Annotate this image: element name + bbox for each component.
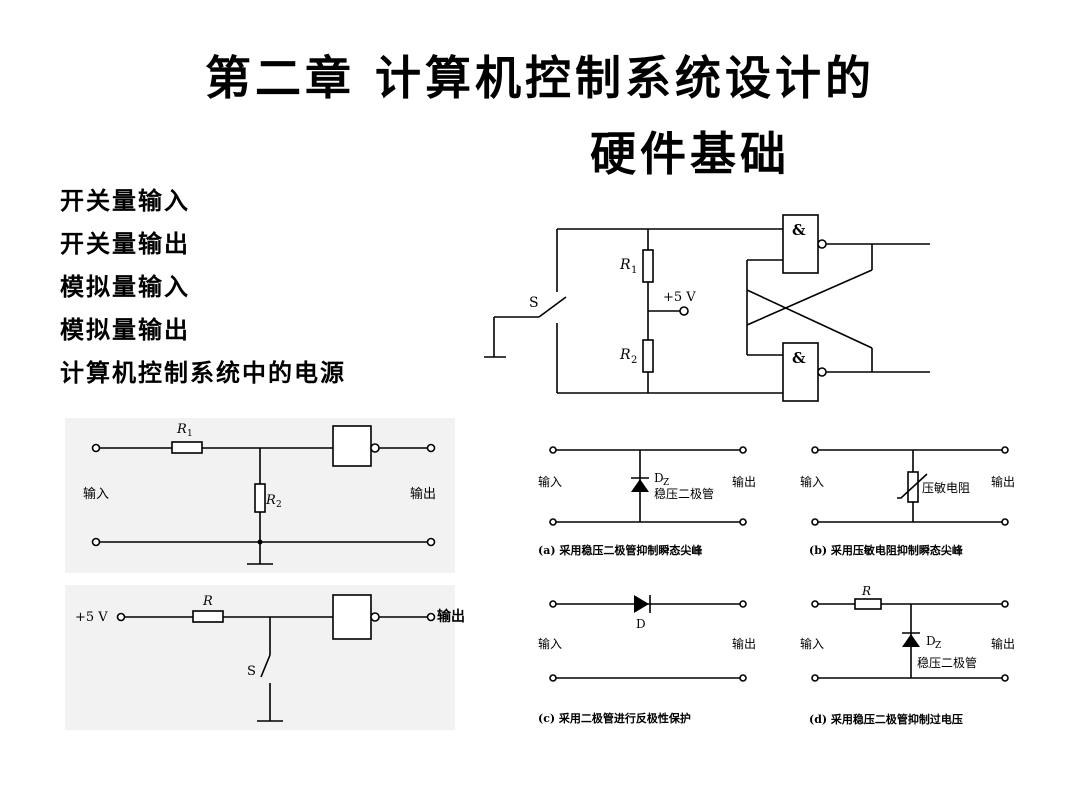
output-label: 输出: [437, 608, 465, 625]
input-label: 输入: [800, 636, 824, 651]
slide-title-line2: 硬件基础: [590, 127, 790, 181]
r1-label: R: [619, 257, 631, 273]
caption-c: (c) 采用二极管进行反极性保护: [538, 711, 691, 725]
input-label: 输入: [83, 486, 109, 502]
r-label: R: [202, 594, 213, 609]
input-label: 输入: [538, 636, 562, 651]
caption-b: (b) 采用压敏电阻抑制瞬态尖峰: [809, 543, 964, 557]
zener-label: D: [926, 634, 936, 648]
gate-bottom-symbol: &: [792, 349, 806, 367]
debounce-latch-circuit: S R 1 R 2 +5 V & &: [484, 214, 930, 402]
r2-subscript: 2: [276, 500, 282, 510]
zener-name: 稳压二极管: [654, 486, 714, 501]
caption-a: (a) 采用稳压二极管抑制瞬态尖峰: [538, 543, 703, 557]
protection-b-circuit: 输入 输出 压敏电阻 (b) 采用压敏电阻抑制瞬态尖峰: [800, 446, 1015, 557]
topic-item: 模拟量输入: [60, 273, 190, 301]
zener-name: 稳压二极管: [917, 655, 977, 670]
switch-input-circuit: +5 V R S 输出: [65, 585, 465, 730]
output-label: 输出: [732, 474, 756, 489]
supply-label: +5 V: [663, 290, 696, 305]
output-label: 输出: [991, 636, 1015, 651]
slide-title-line1: 第二章 计算机控制系统设计的: [204, 51, 875, 105]
protection-a-circuit: 输入 输出 D Z 稳压二极管 (a) 采用稳压二极管抑制瞬态尖峰: [538, 446, 756, 557]
zener-subscript: Z: [935, 641, 941, 651]
diode-label: D: [636, 617, 646, 631]
protection-d-circuit: R 输入 输出 D Z 稳压二极管 (d) 采用稳压二极管抑制过电压: [800, 584, 1015, 726]
gate-top-symbol: &: [792, 221, 806, 239]
r-label: R: [861, 584, 871, 598]
output-label: 输出: [991, 474, 1015, 489]
supply-label: +5 V: [75, 610, 108, 625]
zener-subscript: Z: [663, 478, 669, 488]
r1-label: R: [176, 422, 187, 437]
caption-d: (d) 采用稳压二极管抑制过电压: [809, 712, 963, 726]
r1-subscript: 1: [631, 265, 637, 276]
switch-label: S: [529, 295, 539, 311]
input-label: 输入: [538, 474, 562, 489]
input-label: 输入: [800, 474, 824, 489]
topic-item: 开关量输出: [60, 230, 190, 258]
switch-label: S: [247, 664, 256, 679]
topic-item: 计算机控制系统中的电源: [60, 359, 346, 387]
r2-label: R: [265, 493, 276, 508]
output-label: 输出: [410, 486, 436, 502]
protection-c-circuit: D 输入 输出 (c) 采用二极管进行反极性保护: [538, 595, 756, 725]
zener-label: D: [654, 471, 664, 485]
output-label: 输出: [732, 636, 756, 651]
topic-item: 模拟量输出: [60, 316, 190, 344]
r1-subscript: 1: [187, 429, 193, 439]
topic-item: 开关量输入: [60, 187, 190, 215]
r2-label: R: [619, 347, 631, 363]
r2-subscript: 2: [631, 355, 637, 366]
topic-list: 开关量输入 开关量输出 模拟量输入 模拟量输出 计算机控制系统中的电源: [60, 180, 346, 395]
varistor-name: 压敏电阻: [922, 480, 970, 495]
rc-filter-circuit: R 1 R 2 输入 输出: [65, 418, 455, 573]
